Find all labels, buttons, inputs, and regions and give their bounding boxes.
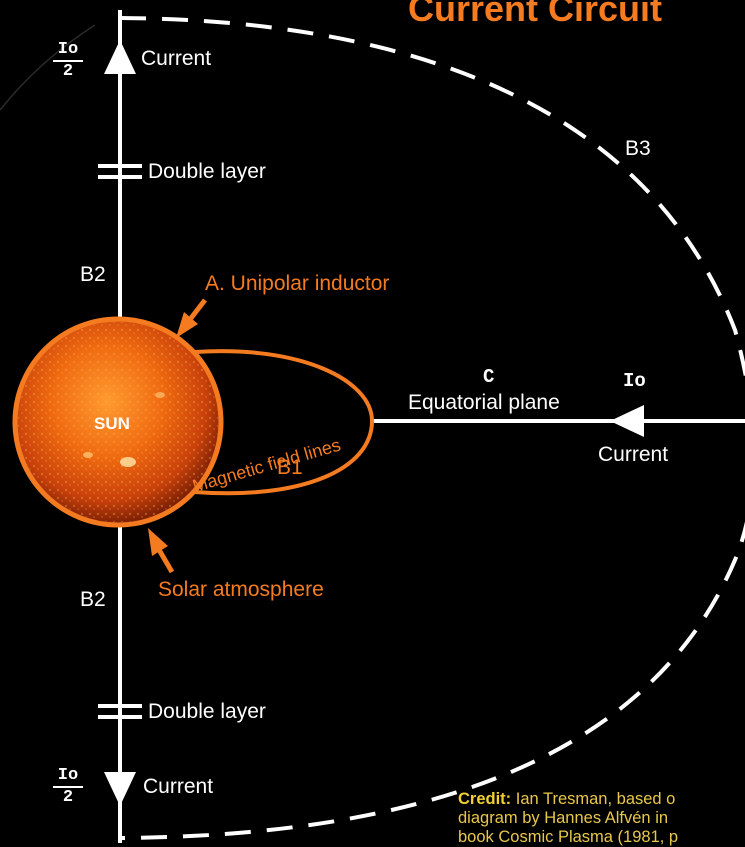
sun-flare-1 bbox=[120, 457, 136, 467]
outer-field-loop-b3 bbox=[119, 16, 745, 840]
solar-atmosphere-label: Solar atmosphere bbox=[158, 578, 324, 601]
io-half-bottom: Io 2 bbox=[53, 766, 83, 808]
b2-bottom-label: B2 bbox=[80, 588, 106, 611]
credit-text-1: Ian Tresman, based o bbox=[515, 790, 676, 808]
io-half-top-denominator: 2 bbox=[62, 62, 74, 81]
credit-text: Credit: Ian Tresman, based o diagram by … bbox=[458, 790, 745, 847]
atmosphere-arrow-shaft bbox=[155, 546, 175, 574]
io-half-top-numerator: Io bbox=[53, 40, 83, 62]
b2-top-label: B2 bbox=[80, 263, 106, 286]
current-top-label: Current bbox=[141, 47, 212, 70]
unipolar-inductor-label: A. Unipolar inductor bbox=[205, 272, 390, 295]
sun-label: SUN bbox=[94, 414, 130, 433]
io-half-top: Io 2 bbox=[53, 40, 83, 82]
credit-label: Credit: bbox=[458, 790, 512, 808]
sun-flare-2 bbox=[83, 452, 93, 458]
unipolar-arrow-icon bbox=[176, 312, 198, 338]
credit-line-2: diagram by Hannes Alfvén in bbox=[458, 809, 669, 827]
current-right-label: Current bbox=[598, 443, 669, 466]
c-label: C bbox=[483, 366, 495, 388]
io-half-bottom-numerator: Io bbox=[53, 766, 83, 788]
io-right-label: Io bbox=[623, 370, 646, 392]
double-layer-bottom-label: Double layer bbox=[148, 700, 266, 723]
current-bottom-label: Current bbox=[143, 775, 214, 798]
credit-line-1: Credit: Ian Tresman, based o bbox=[458, 790, 745, 809]
credit-line-3: book Cosmic Plasma (1981, p bbox=[458, 828, 679, 846]
diagram-title: Current Circuit bbox=[408, 0, 663, 29]
sun-texture bbox=[18, 322, 218, 522]
arrow-left-icon bbox=[610, 405, 644, 437]
b1-label: B1 bbox=[277, 456, 303, 479]
arrow-up-icon bbox=[104, 40, 136, 74]
atmosphere-arrow-icon bbox=[148, 528, 168, 556]
b3-label: B3 bbox=[625, 137, 651, 160]
magnetic-field-loop-b1 bbox=[194, 349, 375, 496]
sun-flare-3 bbox=[155, 392, 165, 398]
background-streak bbox=[0, 24, 96, 111]
double-layer-top-label: Double layer bbox=[148, 160, 266, 183]
io-half-bottom-denominator: 2 bbox=[62, 788, 74, 807]
arrow-down-icon bbox=[104, 772, 136, 806]
equatorial-plane-label: Equatorial plane bbox=[408, 391, 560, 414]
